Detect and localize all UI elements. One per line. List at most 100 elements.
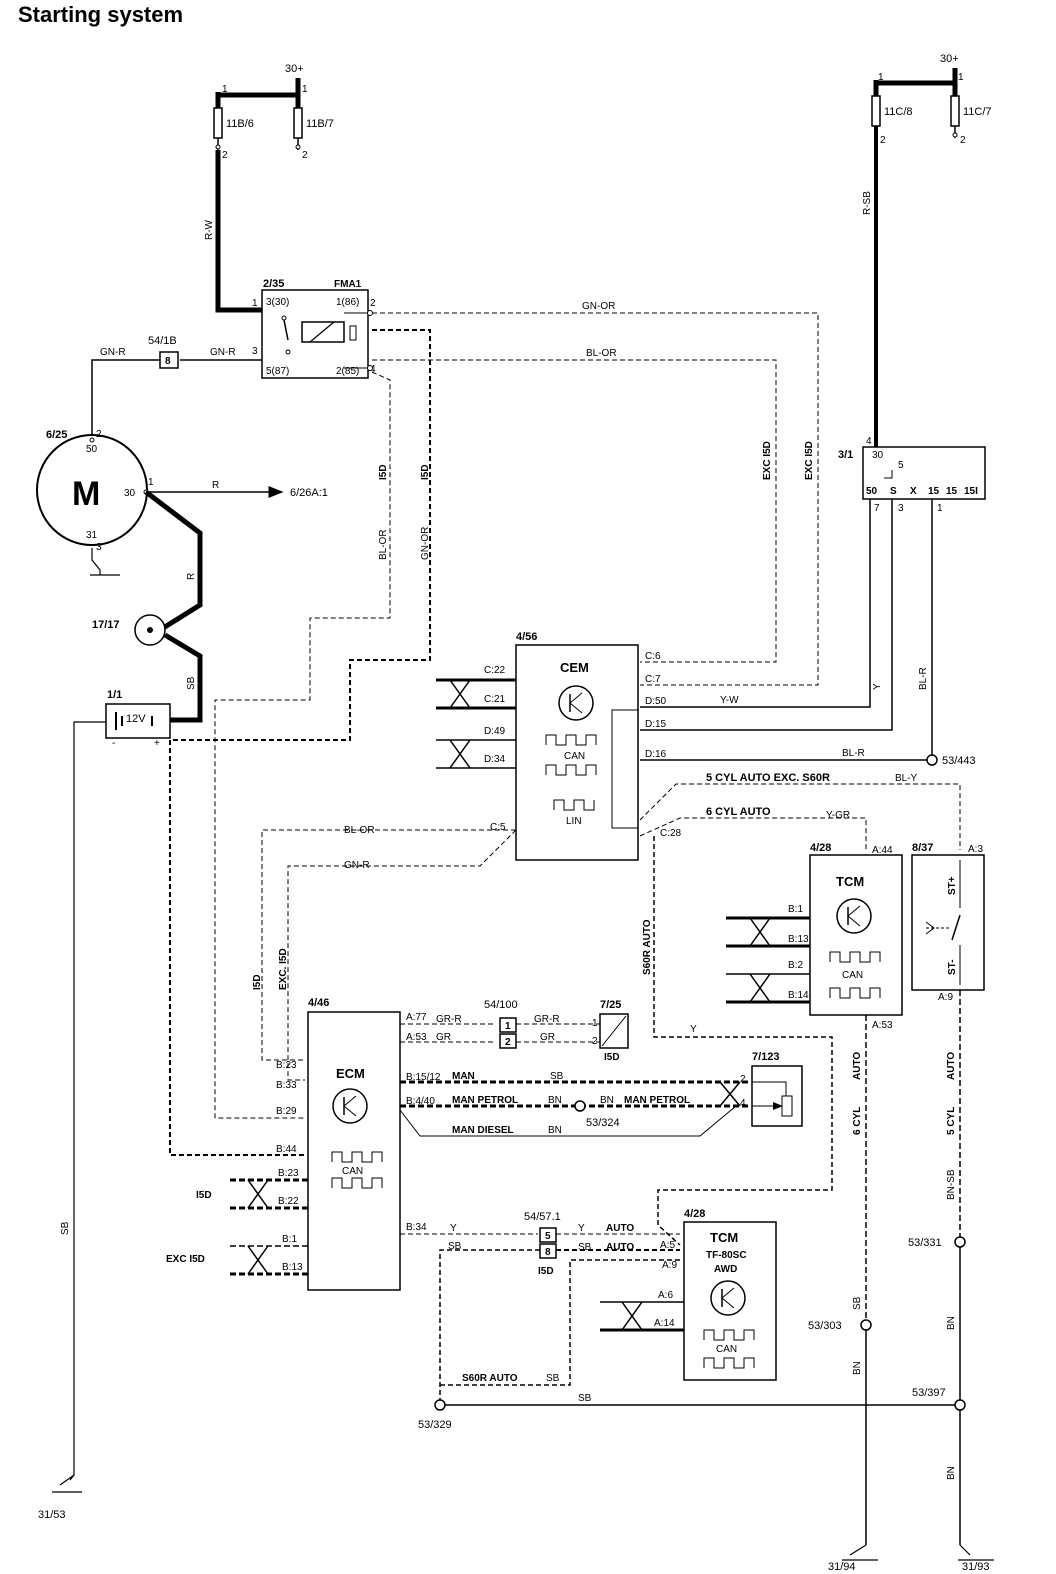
- svg-text:B:23: B:23: [276, 1060, 297, 1071]
- svg-text:53/331: 53/331: [908, 1237, 942, 1249]
- svg-text:1: 1: [222, 84, 228, 95]
- svg-text:54/57.1: 54/57.1: [524, 1211, 561, 1223]
- svg-text:4/46: 4/46: [308, 997, 329, 1009]
- svg-text:A:5: A:5: [660, 1240, 675, 1251]
- svg-text:GR: GR: [436, 1032, 451, 1043]
- fuse-11b7-label: 11B/7: [306, 118, 334, 130]
- svg-text:GR-R: GR-R: [534, 1014, 560, 1025]
- svg-text:AUTO: AUTO: [606, 1242, 634, 1253]
- svg-text:8: 8: [165, 356, 171, 367]
- wire-bly: [639, 783, 961, 850]
- svg-text:GN-R: GN-R: [100, 347, 126, 358]
- svg-text:A:53: A:53: [872, 1020, 893, 1031]
- svg-text:R-W: R-W: [204, 219, 215, 240]
- svg-text:5: 5: [545, 1231, 551, 1242]
- svg-text:D:50: D:50: [645, 696, 667, 707]
- wire-r-heavy: [144, 490, 203, 633]
- svg-text:8/37: 8/37: [912, 842, 933, 854]
- svg-text:LIN: LIN: [566, 816, 582, 827]
- ground-31-94-symbol: 31/94: [828, 1544, 878, 1573]
- svg-text:4: 4: [740, 1098, 746, 1109]
- svg-text:2(85): 2(85): [336, 366, 359, 377]
- svg-text:11C/8: 11C/8: [884, 106, 913, 118]
- svg-text:A:44: A:44: [872, 845, 893, 856]
- svg-text:BN: BN: [852, 1361, 863, 1375]
- svg-text:C:22: C:22: [484, 665, 506, 676]
- ecm-can-pairs: I5D EXC I5D: [166, 1178, 308, 1276]
- svg-text:I5D: I5D: [252, 974, 263, 990]
- svg-text:C:21: C:21: [484, 694, 506, 705]
- svg-text:1(86): 1(86): [336, 297, 359, 308]
- svg-text:3: 3: [96, 542, 102, 553]
- svg-text:2: 2: [960, 135, 966, 146]
- svg-text:ST-: ST-: [947, 959, 958, 975]
- svg-text:B:33: B:33: [276, 1080, 297, 1091]
- connector-54-100: 54/100 1 2: [484, 999, 518, 1049]
- fuse-11b7: 11B/7 1 2 30+: [285, 63, 334, 161]
- ground-31-93-symbol: 31/93: [958, 1544, 994, 1573]
- svg-text:15: 15: [946, 486, 958, 497]
- svg-text:1: 1: [937, 503, 943, 514]
- svg-text:GN-R: GN-R: [344, 860, 370, 871]
- svg-text:BL-OR: BL-OR: [378, 529, 389, 560]
- svg-text:MAN PETROL: MAN PETROL: [624, 1095, 690, 1106]
- svg-text:BL-R: BL-R: [918, 667, 929, 690]
- svg-text:B:4/40: B:4/40: [406, 1096, 435, 1107]
- svg-text:2: 2: [740, 1074, 746, 1085]
- svg-text:Y: Y: [578, 1223, 585, 1234]
- svg-text:EXC I5D: EXC I5D: [166, 1254, 205, 1265]
- cem-can-pairs: [436, 678, 516, 769]
- svg-text:BL-Y: BL-Y: [895, 773, 918, 784]
- svg-text:FMA1: FMA1: [334, 279, 362, 290]
- svg-text:B:2: B:2: [788, 960, 803, 971]
- svg-text:BN: BN: [946, 1466, 957, 1480]
- svg-text:BL-OR: BL-OR: [586, 348, 617, 359]
- connector-54-57-1: 54/57.1 5 8 I5D: [524, 1211, 561, 1277]
- wire-s60r-auto: [653, 836, 833, 1246]
- svg-text:TF-80SC: TF-80SC: [706, 1250, 747, 1261]
- svg-text:TCM: TCM: [710, 1230, 738, 1245]
- svg-text:A:9: A:9: [938, 992, 953, 1003]
- svg-text:X: X: [910, 486, 917, 497]
- svg-text:M: M: [72, 475, 100, 513]
- svg-text:AUTO: AUTO: [946, 1052, 957, 1080]
- splice-53-329: 53/329: [418, 1399, 452, 1431]
- svg-text:CAN: CAN: [842, 970, 863, 981]
- wire-blor-cem-ecm: [261, 829, 516, 1061]
- svg-text:B:23: B:23: [278, 1168, 299, 1179]
- svg-text:53/443: 53/443: [942, 755, 976, 767]
- svg-text:7: 7: [874, 503, 880, 514]
- splice-53-324: 53/324: [574, 1100, 620, 1129]
- wire-yw: [640, 499, 871, 708]
- svg-text:C:5: C:5: [490, 822, 506, 833]
- tcm-module-4-28-upper: 4/28 TCM CAN A:44 B:1 B:13 B:2 B:14 A:53: [788, 842, 903, 1031]
- svg-text:6 CYL: 6 CYL: [852, 1107, 863, 1135]
- svg-text:2: 2: [505, 1037, 511, 1048]
- svg-text:15: 15: [928, 486, 940, 497]
- svg-text:5: 5: [898, 460, 904, 471]
- svg-text:5 CYL: 5 CYL: [946, 1107, 957, 1135]
- svg-text:A:3: A:3: [968, 844, 983, 855]
- splice-53-331: 53/331: [908, 1236, 966, 1249]
- svg-text:CAN: CAN: [564, 751, 585, 762]
- svg-text:30: 30: [124, 488, 136, 499]
- svg-text:30: 30: [872, 450, 884, 461]
- svg-text:MAN DIESEL: MAN DIESEL: [452, 1125, 514, 1136]
- svg-text:+: +: [154, 738, 160, 749]
- ground-31-94: 31/94: [828, 1561, 856, 1573]
- tcm1-can-pairs: [726, 916, 810, 1004]
- svg-text:17/17: 17/17: [92, 619, 120, 631]
- svg-text:50: 50: [86, 444, 98, 455]
- svg-text:53/324: 53/324: [586, 1117, 620, 1129]
- svg-text:B:29: B:29: [276, 1106, 297, 1117]
- svg-text:1: 1: [252, 298, 258, 309]
- svg-text:1: 1: [878, 72, 884, 83]
- svg-text:C:6: C:6: [645, 651, 661, 662]
- svg-text:SB: SB: [60, 1221, 71, 1235]
- svg-text:B:1: B:1: [788, 904, 803, 915]
- supply-30-left: 30+: [285, 63, 304, 75]
- svg-text:BN: BN: [946, 1316, 957, 1330]
- svg-text:EXC. I5D: EXC. I5D: [278, 948, 289, 990]
- svg-text:4/28: 4/28: [810, 842, 831, 854]
